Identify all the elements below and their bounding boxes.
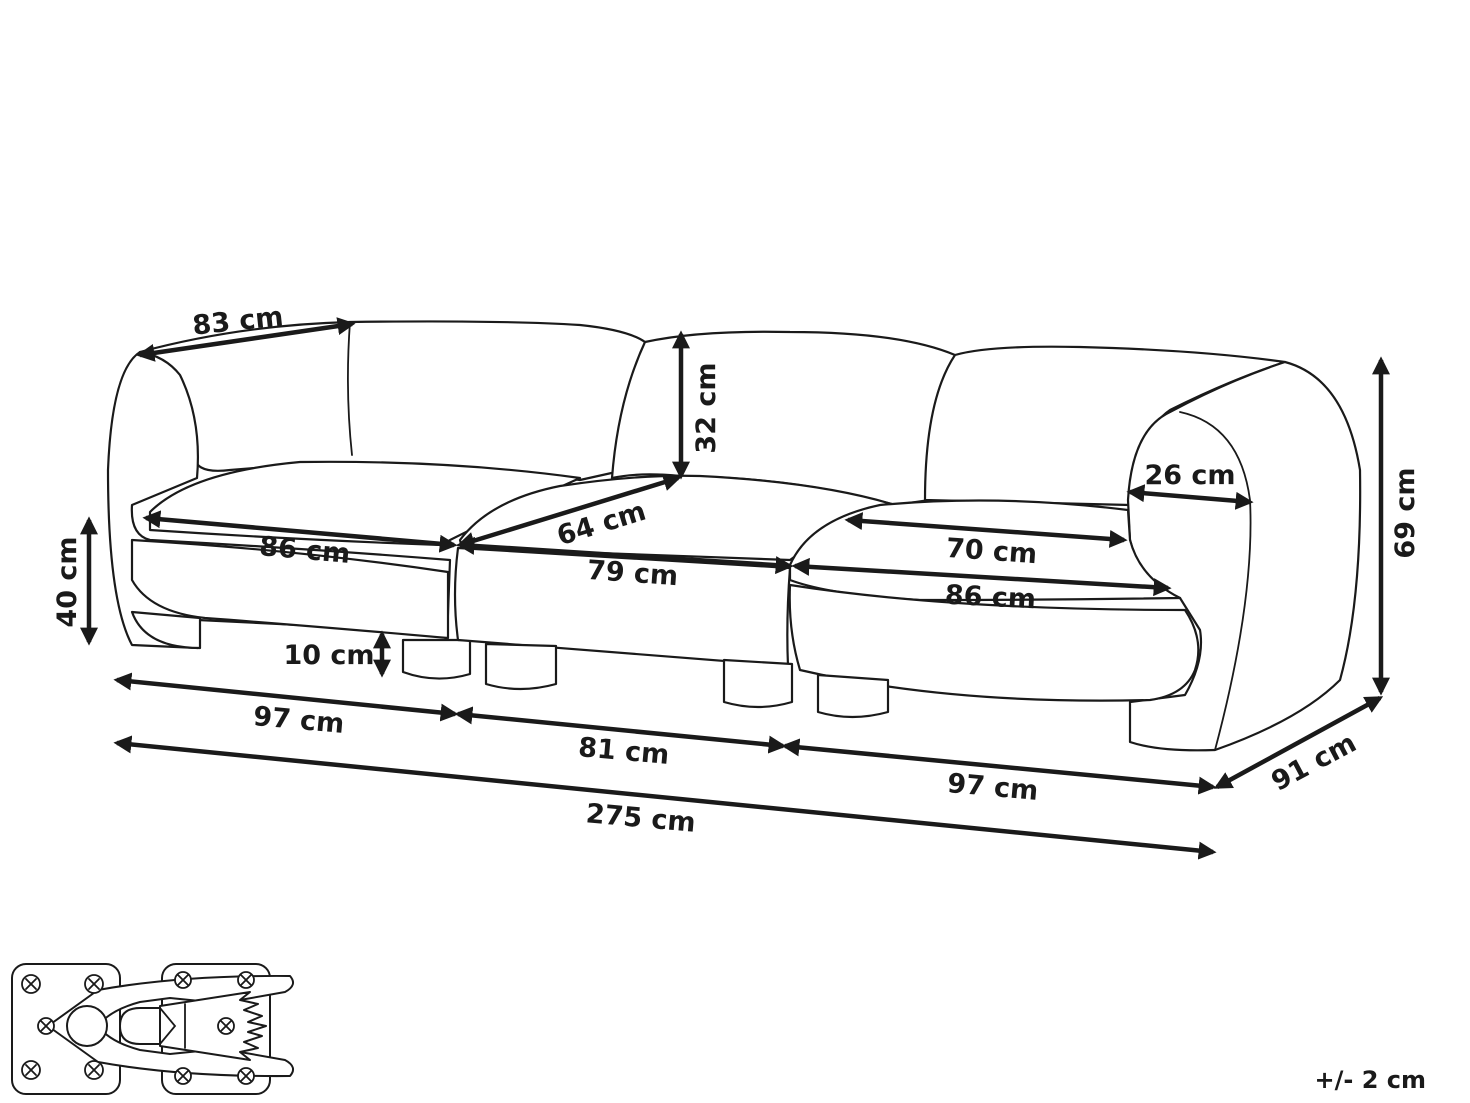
label-module-width-left: 97 cm — [252, 701, 345, 740]
label-back-height: 32 cm — [691, 362, 722, 453]
seat-width-center-arrow — [456, 536, 794, 575]
screw-icon — [21, 974, 41, 994]
label-total-depth: 91 cm — [1267, 727, 1362, 797]
screw-icon — [21, 1060, 41, 1080]
screw-icon — [37, 1017, 55, 1035]
screw-icon — [174, 1067, 192, 1085]
connector-pivot — [66, 1005, 108, 1047]
label-total-width: 275 cm — [585, 798, 697, 838]
arm-depth-arrow — [136, 317, 356, 362]
left-arm-foot — [130, 610, 202, 650]
right-arm-inner — [1179, 411, 1252, 751]
leg-2 — [484, 642, 558, 691]
screw-icon — [84, 1060, 104, 1080]
label-module-width-center: 81 cm — [577, 732, 670, 771]
label-seat-width-center: 79 cm — [586, 555, 679, 592]
tolerance-note: +/- 2 cm — [1315, 1066, 1426, 1094]
sofa-drawing — [106, 320, 1362, 752]
sofa-connector-bracket-icon — [11, 963, 295, 1095]
right-seat-front — [788, 583, 1200, 702]
screw-icon — [237, 1067, 255, 1085]
label-seat-width-right-front: 86 cm — [944, 580, 1037, 616]
label-total-height: 69 cm — [1390, 467, 1421, 558]
label-module-width-right: 97 cm — [946, 768, 1039, 807]
seat-width-right-back-arrow — [844, 512, 1128, 548]
label-armrest-width: 26 cm — [1144, 460, 1235, 491]
connector-teeth — [159, 991, 267, 1061]
seat-depth-arrow — [456, 473, 682, 550]
label-leg-height: 10 cm — [283, 640, 374, 671]
leg-3 — [722, 658, 794, 709]
screw-icon — [217, 1017, 235, 1035]
leg-4 — [816, 673, 890, 719]
leg-1 — [401, 638, 472, 680]
label-seat-width-right-back: 70 cm — [945, 533, 1038, 570]
connector-wedge — [159, 1007, 177, 1045]
label-seat-height: 40 cm — [52, 536, 83, 627]
total-width-arrow — [113, 735, 1217, 860]
screw-icon — [174, 971, 192, 989]
module-width-left-arrow — [113, 672, 459, 722]
dimension-lines — [80, 317, 1390, 860]
seat-width-left-arrow — [142, 510, 458, 553]
screw-icons — [21, 971, 255, 1085]
seat-width-right-front-arrow — [791, 557, 1172, 597]
armrest-width-arrow — [1126, 484, 1254, 510]
total-depth-arrow — [1213, 696, 1384, 789]
screw-icon — [84, 974, 104, 994]
screw-icon — [237, 971, 255, 989]
